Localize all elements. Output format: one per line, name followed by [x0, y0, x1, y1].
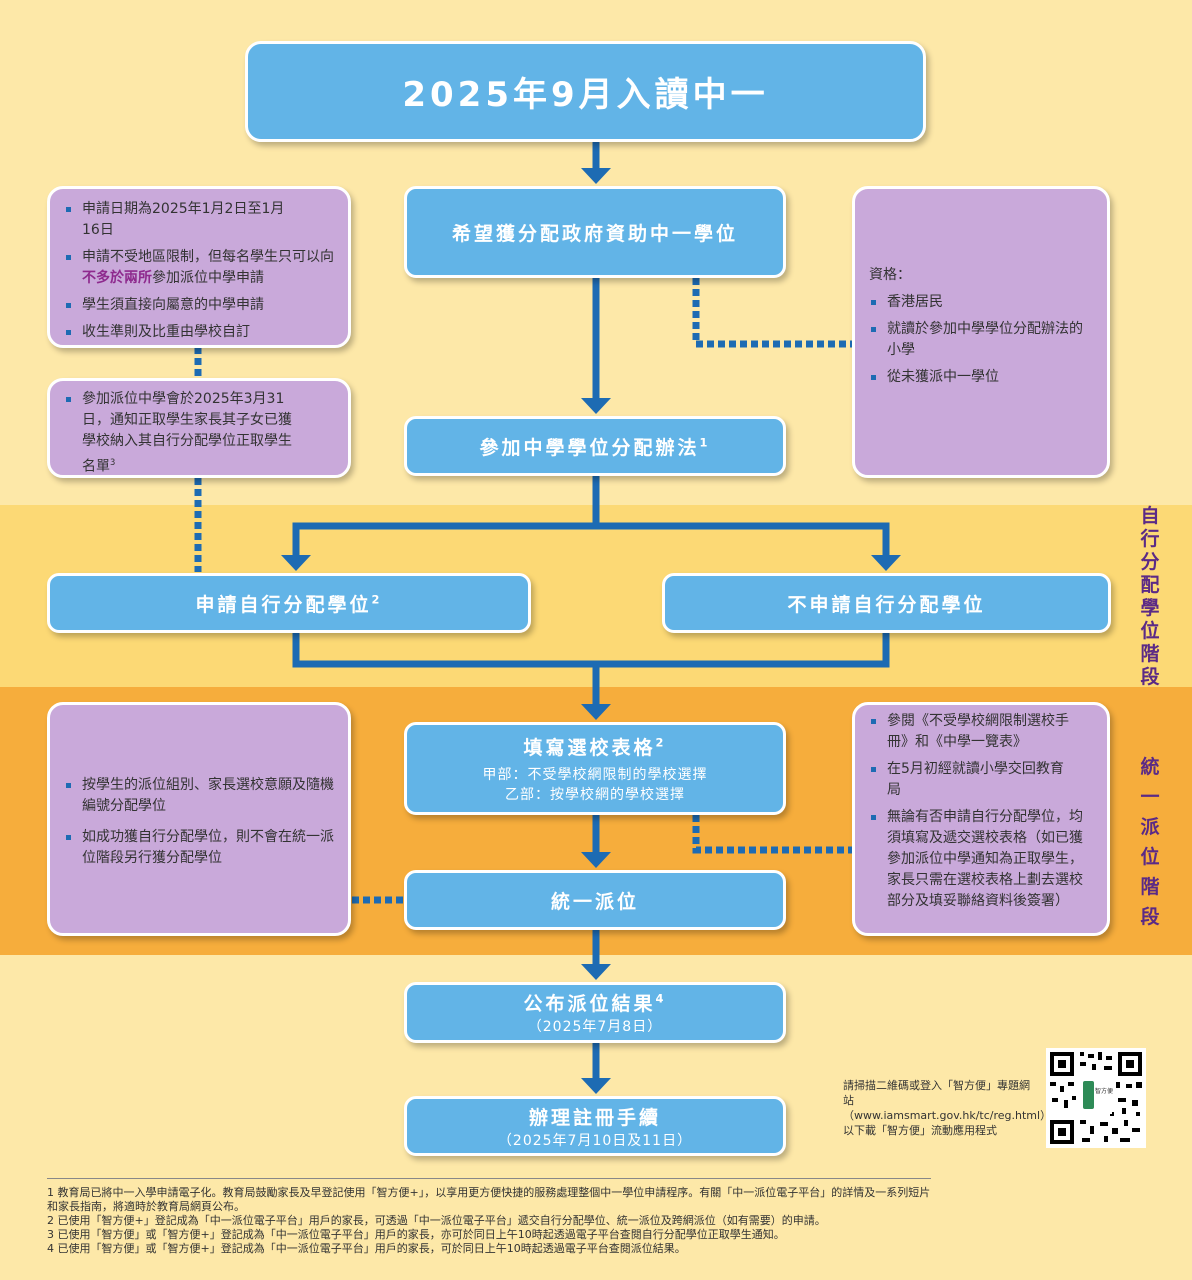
register-date: （2025年7月10日及11日）	[497, 1132, 693, 1149]
cp-label: 統一派位	[550, 890, 639, 913]
no-apply-dp-label: 不申請自行分配學位	[787, 593, 986, 616]
footnotes: 1 教育局已將中一入學申請電子化。教育局鼓勵家長及早登記使用「智方便+」，以享用…	[47, 1186, 937, 1256]
form-notes: 參閱《不受學校網限制選校手冊》和《中學一覽表》 在5月初經就讀小學交回教育局 無…	[852, 702, 1110, 936]
wish-label: 希望獲分配政府資助中一學位	[451, 222, 738, 245]
form-part-a: 甲部：不受學校網限制的學校選擇	[482, 767, 708, 783]
result-date: （2025年7月8日）	[527, 1019, 663, 1035]
eligibility-title: 資格：	[869, 267, 911, 283]
result-label: 公布派位結果	[523, 993, 656, 1015]
form-title: 填寫選校表格	[523, 737, 656, 759]
note-item: 香港居民	[869, 292, 1093, 313]
note-item: 學生須直接向屬意的中學申請	[64, 295, 336, 316]
note-item: 按學生的派位組別、家長選校意願及隨機編號分配學位	[64, 775, 336, 817]
register-label: 辦理註冊手續	[528, 1106, 661, 1129]
note-item: 從未獲派中一學位	[869, 367, 1093, 388]
apply-dp-footnote-ref: 2	[371, 592, 383, 607]
note-item: 參閱《不受學校網限制選校手冊》和《中學一覽表》	[869, 711, 1093, 753]
join-label: 參加中學學位分配辦法	[479, 436, 700, 459]
form-box: 填寫選校表格2 甲部：不受學校網限制的學校選擇 乙部：按學校網的學校選擇	[404, 722, 786, 815]
notify-footnote-ref: 3	[110, 457, 116, 467]
cp-rule-notes: 按學生的派位組別、家長選校意願及隨機編號分配學位 如成功獲自行分配學位，則不會在…	[47, 702, 351, 936]
footnote-divider	[47, 1178, 931, 1179]
cp-box: 統一派位	[404, 870, 786, 930]
note-item: 如成功獲自行分配學位，則不會在統一派位階段另行獲分配學位	[64, 827, 336, 869]
note-item: 收生準則及比重由學校自訂	[64, 322, 336, 343]
note-item: 在5月初經就讀小學交回教育局	[869, 759, 1093, 801]
qr-logo-text: 智方便	[1095, 1088, 1114, 1095]
title-box: 2025年9月入讀中一	[245, 41, 926, 142]
apply-dp-label: 申請自行分配學位	[195, 593, 372, 616]
limit-emphasis: 不多於兩所	[82, 270, 152, 286]
dp-apply-notes: 申請日期為2025年1月2日至1月16日 申請不受地區限制，但每名學生只可以向不…	[47, 186, 351, 348]
join-box: 參加中學學位分配辦法1	[404, 416, 786, 476]
note-item: 就讀於參加中學學位分配辦法的小學	[869, 319, 1093, 361]
page-title: 2025年9月入讀中一	[402, 75, 769, 115]
flow-connectors	[194, 140, 901, 1094]
no-apply-dp-box: 不申請自行分配學位	[662, 573, 1111, 633]
qr-note: 請掃描二維碼或登入「智方便」專題網站（www.iamsmart.gov.hk/t…	[843, 1079, 1057, 1137]
result-box: 公布派位結果4 （2025年7月8日）	[404, 982, 786, 1043]
note-item: 參加派位中學會於2025年3月31日，通知正取學生家長其子女已獲學校納入其自行分…	[64, 389, 298, 478]
qr-code: 智方便	[1046, 1048, 1146, 1148]
note-item: 申請不受地區限制，但每名學生只可以向不多於兩所參加派位中學申請	[64, 247, 336, 289]
dp-stage-label: 自行分配學位階段	[1140, 505, 1160, 688]
wish-box: 希望獲分配政府資助中一學位	[404, 186, 786, 278]
form-footnote-ref: 2	[655, 735, 667, 750]
cp-stage-label: 統一派位階段	[1140, 756, 1160, 928]
eligibility-notes: 資格： 香港居民 就讀於參加中學學位分配辦法的小學 從未獲派中一學位	[852, 186, 1110, 478]
dp-notify-note: 參加派位中學會於2025年3月31日，通知正取學生家長其子女已獲學校納入其自行分…	[47, 378, 351, 478]
result-footnote-ref: 4	[655, 991, 667, 1006]
note-item: 無論有否申請自行分配學位，均須填寫及遞交選校表格（如已獲參加派位中學通知為正取學…	[869, 807, 1093, 912]
footnote-3: 3 已使用「智方便」或「智方便+」登記成為「中一派位電子平台」用戶的家長，亦可於…	[47, 1228, 785, 1241]
footnote-1: 1 教育局已將中一入學申請電子化。教育局鼓勵家長及早登記使用「智方便+」，以享用…	[47, 1186, 931, 1213]
note-item: 申請日期為2025年1月2日至1月16日	[64, 199, 336, 241]
join-footnote-ref: 1	[699, 435, 711, 450]
form-part-b: 乙部：按學校網的學校選擇	[505, 787, 685, 803]
footnote-4: 4 已使用「智方便」或「智方便+」登記成為「中一派位電子平台」用戶的家長，可於同…	[47, 1242, 686, 1255]
footnote-2: 2 已使用「智方便+」登記成為「中一派位電子平台」用戶的家長，可透過「中一派位電…	[47, 1214, 826, 1227]
register-box: 辦理註冊手續 （2025年7月10日及11日）	[404, 1096, 786, 1156]
apply-dp-box: 申請自行分配學位2	[47, 573, 531, 633]
